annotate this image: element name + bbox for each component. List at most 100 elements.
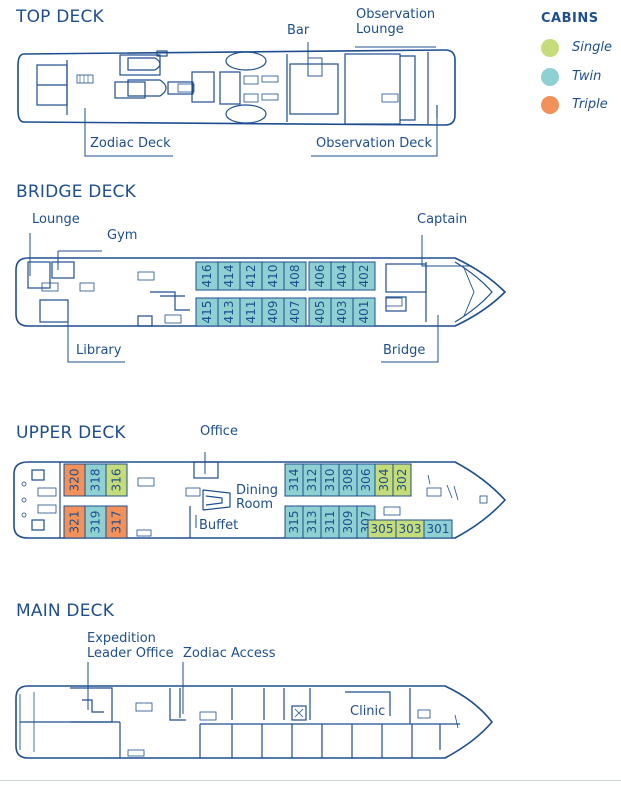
cabin-317-box <box>105 505 128 539</box>
legend-swatch-triple <box>541 96 559 114</box>
clinic-room <box>345 691 391 716</box>
dining-room-label-line2: Room <box>236 497 274 512</box>
library-label: Library <box>76 343 122 358</box>
office-label: Office <box>200 424 238 439</box>
cabin-403-label: 403 <box>335 301 349 324</box>
cabin-303-label: 303 <box>399 522 422 536</box>
cabin-315: 315 <box>284 505 304 539</box>
cabin-406-label: 406 <box>313 265 327 288</box>
top-stair-2 <box>177 83 195 93</box>
cabin-402-label: 402 <box>357 265 371 288</box>
cabin-308: 308 <box>338 463 358 497</box>
cabin-313: 313 <box>302 505 322 539</box>
cabin-304: 304 <box>374 463 394 497</box>
cabin-302-box <box>392 463 412 497</box>
cabin-316-box <box>105 463 128 497</box>
cabin-401-label: 401 <box>357 301 371 324</box>
cabin-401: 401 <box>352 297 376 327</box>
legend-title: CABINS <box>541 11 599 26</box>
bar-label: Bar <box>287 23 310 38</box>
cabin-416: 416 <box>195 261 219 291</box>
main-deck-title: MAIN DECK <box>16 601 115 621</box>
cabin-311: 311 <box>320 505 340 539</box>
cabin-412-label: 412 <box>244 265 258 288</box>
cabin-410-label: 410 <box>266 265 280 288</box>
upper-deck-title: UPPER DECK <box>16 423 126 443</box>
cabin-408-label: 408 <box>288 265 302 288</box>
cabin-411: 411 <box>239 297 263 327</box>
cabin-309-label: 309 <box>341 511 355 534</box>
cabin-408-box <box>283 261 307 291</box>
cabin-308-label: 308 <box>341 469 355 492</box>
cabin-319: 319 <box>84 505 107 539</box>
cabin-320: 320 <box>63 463 86 497</box>
cabin-315-label: 315 <box>287 511 301 534</box>
cabin-414: 414 <box>217 261 241 291</box>
top-deck-hull <box>17 49 456 126</box>
office-room <box>193 461 219 479</box>
cabin-402: 402 <box>352 261 376 291</box>
dining-room-label-line1: Dining <box>236 483 278 498</box>
cabin-314: 314 <box>284 463 304 497</box>
observation-lounge-label-line1: Observation <box>356 7 436 22</box>
cabin-302-label: 302 <box>395 469 409 492</box>
legend-swatch-single <box>541 39 559 57</box>
main-deck-hull <box>15 685 494 759</box>
cabin-310-label: 310 <box>323 469 337 492</box>
cabin-414-label: 414 <box>222 265 236 288</box>
clinic-label: Clinic <box>350 704 386 719</box>
bridge-deck-plan <box>15 233 507 363</box>
cabin-416-label: 416 <box>200 265 214 288</box>
observation-lounge-label-line2: Lounge <box>356 22 404 37</box>
cabin-304-label: 304 <box>377 469 391 492</box>
buffet-label: Buffet <box>199 518 239 533</box>
observation-deck-label: Observation Deck <box>316 136 432 151</box>
cabin-321-label: 321 <box>68 511 82 534</box>
zodiac-access-label: Zodiac Access <box>183 646 276 661</box>
cabin-316-label: 316 <box>110 469 124 492</box>
legend-label-triple: Triple <box>572 97 608 112</box>
top-deck-plan <box>17 42 456 157</box>
cabin-407: 407 <box>283 297 307 327</box>
upper-deck-plan <box>13 452 507 539</box>
bridge-label: Bridge <box>383 343 426 358</box>
lounge-room <box>27 261 51 289</box>
cabin-403: 403 <box>330 297 354 327</box>
main-deck-plan <box>15 662 494 759</box>
cabin-413: 413 <box>217 297 241 327</box>
cabin-401-box <box>352 297 376 327</box>
cabin-301: 301 <box>423 519 453 539</box>
legend-label-twin: Twin <box>572 69 602 84</box>
cabin-404-label: 404 <box>335 265 349 288</box>
cabin-301-box <box>423 519 453 539</box>
top-zodiac-1 <box>127 57 161 71</box>
cabin-412: 412 <box>239 261 263 291</box>
gym-label: Gym <box>107 228 138 243</box>
expedition-leader-office-label-line1: Expedition <box>87 631 156 646</box>
observation-lounge <box>344 53 401 125</box>
cabin-317: 317 <box>105 505 128 539</box>
dining-buffet-counter <box>202 489 231 511</box>
cabin-415-label: 415 <box>200 301 214 324</box>
cabin-301-label: 301 <box>427 522 450 536</box>
cabin-305: 305 <box>367 519 397 539</box>
cabin-319-label: 319 <box>89 511 103 534</box>
cabin-302: 302 <box>392 463 412 497</box>
library-room <box>39 299 69 323</box>
cabin-313-label: 313 <box>305 511 319 534</box>
cabin-306-label: 306 <box>359 469 373 492</box>
legend-swatch-twin <box>541 68 559 86</box>
cabin-318: 318 <box>84 463 107 497</box>
cabin-404: 404 <box>330 261 354 291</box>
cabin-407-label: 407 <box>288 301 302 324</box>
cabin-306: 306 <box>356 463 376 497</box>
cabin-316: 316 <box>105 463 128 497</box>
upper-deck-hull <box>13 461 507 539</box>
cabin-411-label: 411 <box>244 301 258 324</box>
cabin-413-label: 413 <box>222 301 236 324</box>
top-deck-title: TOP DECK <box>16 7 104 27</box>
cabin-305-label: 305 <box>371 522 394 536</box>
